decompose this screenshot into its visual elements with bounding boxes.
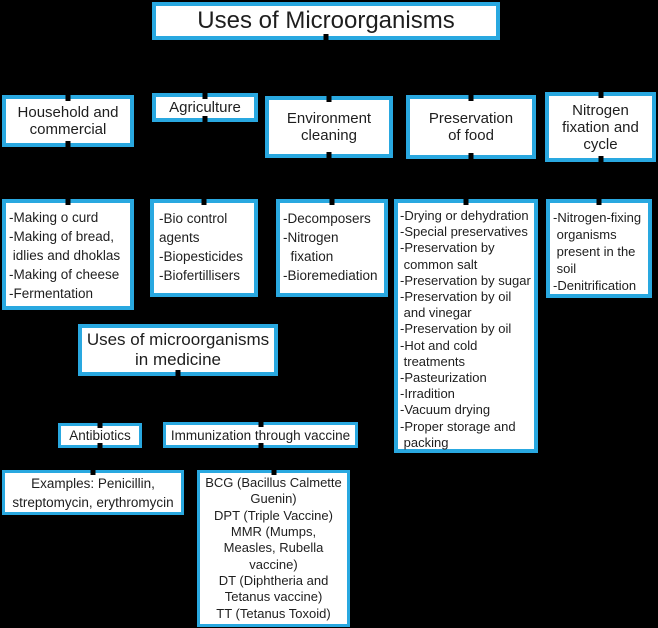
- details-environment-cleaning: -Decomposers -Nitrogen fixation -Bioreme…: [276, 199, 388, 297]
- details-vaccine-list: BCG (Bacillus Calmette Guenin) DPT (Trip…: [197, 470, 350, 627]
- details-preservation-of-food: -Drying or dehydration -Special preserva…: [394, 199, 538, 453]
- details-text: -Drying or dehydration -Special preserva…: [400, 208, 531, 450]
- medicine-title: Uses of microorganisms in medicine: [86, 330, 270, 369]
- diagram-title-box: Uses of Microorganisms: [152, 2, 500, 40]
- details-text: -Decomposers -Nitrogen fixation -Bioreme…: [283, 211, 378, 283]
- details-nitrogen-fixation-cycle: -Nitrogen-fixing organisms present in th…: [546, 199, 652, 298]
- details-text: -Making o curd -Making of bread, idlies …: [9, 210, 121, 301]
- category-preservation-of-food: Preservation of food: [406, 95, 536, 159]
- category-nitrogen-fixation-cycle: Nitrogen fixation and cycle: [545, 92, 656, 162]
- branch-label: Antibiotics: [69, 428, 131, 443]
- category-label: Nitrogen fixation and cycle: [562, 101, 639, 153]
- medicine-title-box: Uses of microorganisms in medicine: [78, 324, 278, 376]
- diagram-title: Uses of Microorganisms: [197, 7, 455, 34]
- category-household-commercial: Household and commercial: [2, 95, 134, 147]
- category-agriculture: Agriculture: [152, 93, 258, 122]
- branch-antibiotics: Antibiotics: [58, 423, 142, 448]
- details-text: BCG (Bacillus Calmette Guenin) DPT (Trip…: [205, 475, 342, 621]
- category-label: Agriculture: [169, 99, 241, 116]
- category-environment-cleaning: Environment cleaning: [265, 96, 393, 158]
- branch-label: Immunization through vaccine: [170, 427, 351, 443]
- category-label: Preservation of food: [428, 110, 514, 144]
- details-text: -Nitrogen-fixing organisms present in th…: [553, 210, 642, 293]
- details-antibiotics-examples: Examples: Penicillin, streptomycin, eryt…: [2, 470, 184, 515]
- details-text: -Bio control agents -Biopesticides -Biof…: [159, 211, 244, 283]
- category-label: Environment cleaning: [286, 110, 372, 144]
- details-household-commercial: -Making o curd -Making of bread, idlies …: [2, 199, 134, 310]
- category-label: Household and commercial: [17, 104, 119, 138]
- details-text: Examples: Penicillin, streptomycin, eryt…: [12, 475, 174, 510]
- branch-immunization: Immunization through vaccine: [163, 422, 358, 448]
- details-agriculture: -Bio control agents -Biopesticides -Biof…: [150, 199, 258, 297]
